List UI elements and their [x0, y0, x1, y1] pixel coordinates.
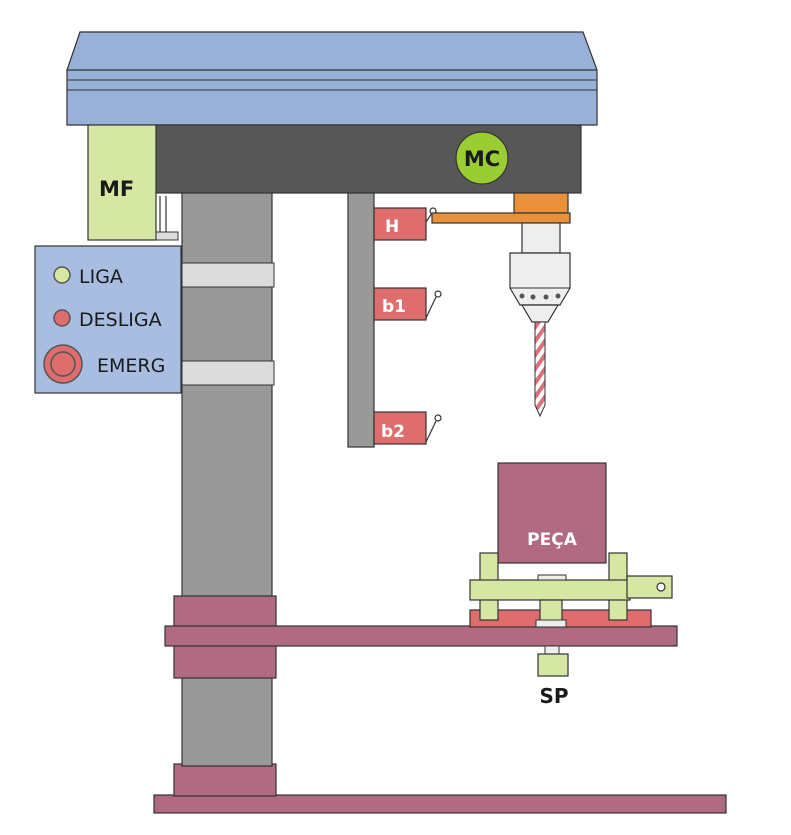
vise-screw-bar	[469, 579, 631, 601]
spindle-sleeve	[521, 222, 561, 254]
mf-cable	[159, 196, 167, 232]
emergency-label: EMERG	[97, 355, 165, 377]
off-label: DESLIGA	[79, 309, 162, 331]
vise-handle-hole	[656, 582, 666, 592]
vise-handle	[626, 575, 673, 599]
sensor-b2-label: b2	[381, 422, 405, 442]
vise-post	[539, 599, 563, 623]
sensor-h-lever	[425, 212, 433, 223]
sensor-b2-lever	[425, 420, 437, 443]
chuck-jaw-2	[530, 294, 536, 300]
off-lamp[interactable]	[53, 309, 71, 327]
base-plate	[153, 794, 727, 814]
workpiece-label: PEÇA	[527, 530, 578, 550]
on-lamp[interactable]	[53, 266, 71, 284]
sensor-h	[373, 207, 427, 241]
base-collar	[173, 763, 277, 797]
head-top	[66, 31, 598, 126]
sensor-rail	[347, 192, 375, 448]
sensor-sp	[537, 653, 569, 677]
motor-mf	[87, 124, 157, 241]
sensor-b2-roller	[434, 414, 442, 422]
table-arm	[164, 625, 678, 647]
chuck	[509, 252, 571, 306]
chuck-arm	[431, 212, 571, 224]
motor-mc-label: MC	[464, 147, 500, 171]
motor-mc	[455, 131, 509, 185]
chuck-jaw-4	[555, 293, 561, 299]
motor-mf-label: MF	[99, 177, 134, 201]
chuck-nose	[520, 304, 560, 323]
chuck-jaw-3	[543, 294, 549, 300]
vise-top-nut	[537, 574, 567, 581]
sensor-b1-label: b1	[382, 297, 406, 317]
chuck-jaw-1	[519, 293, 525, 299]
drill-bit	[534, 321, 546, 418]
head-body	[155, 124, 582, 194]
column-band-lower	[181, 360, 275, 386]
sensor-b2	[373, 411, 427, 445]
sensor-sp-label: SP	[539, 684, 568, 708]
sensor-sp-neck	[544, 645, 560, 655]
spindle-mount	[513, 192, 569, 214]
mf-cable-gland	[155, 231, 179, 241]
vise-post-cap	[535, 619, 567, 628]
emergency-button-inner	[50, 351, 76, 377]
sensor-b1-roller	[434, 290, 442, 298]
column-band-upper	[181, 262, 275, 288]
sensor-h-label: H	[385, 217, 399, 237]
on-label: LIGA	[79, 266, 123, 288]
sensor-b1	[373, 287, 427, 321]
workpiece	[497, 462, 607, 564]
sensor-b1-lever	[425, 296, 437, 319]
